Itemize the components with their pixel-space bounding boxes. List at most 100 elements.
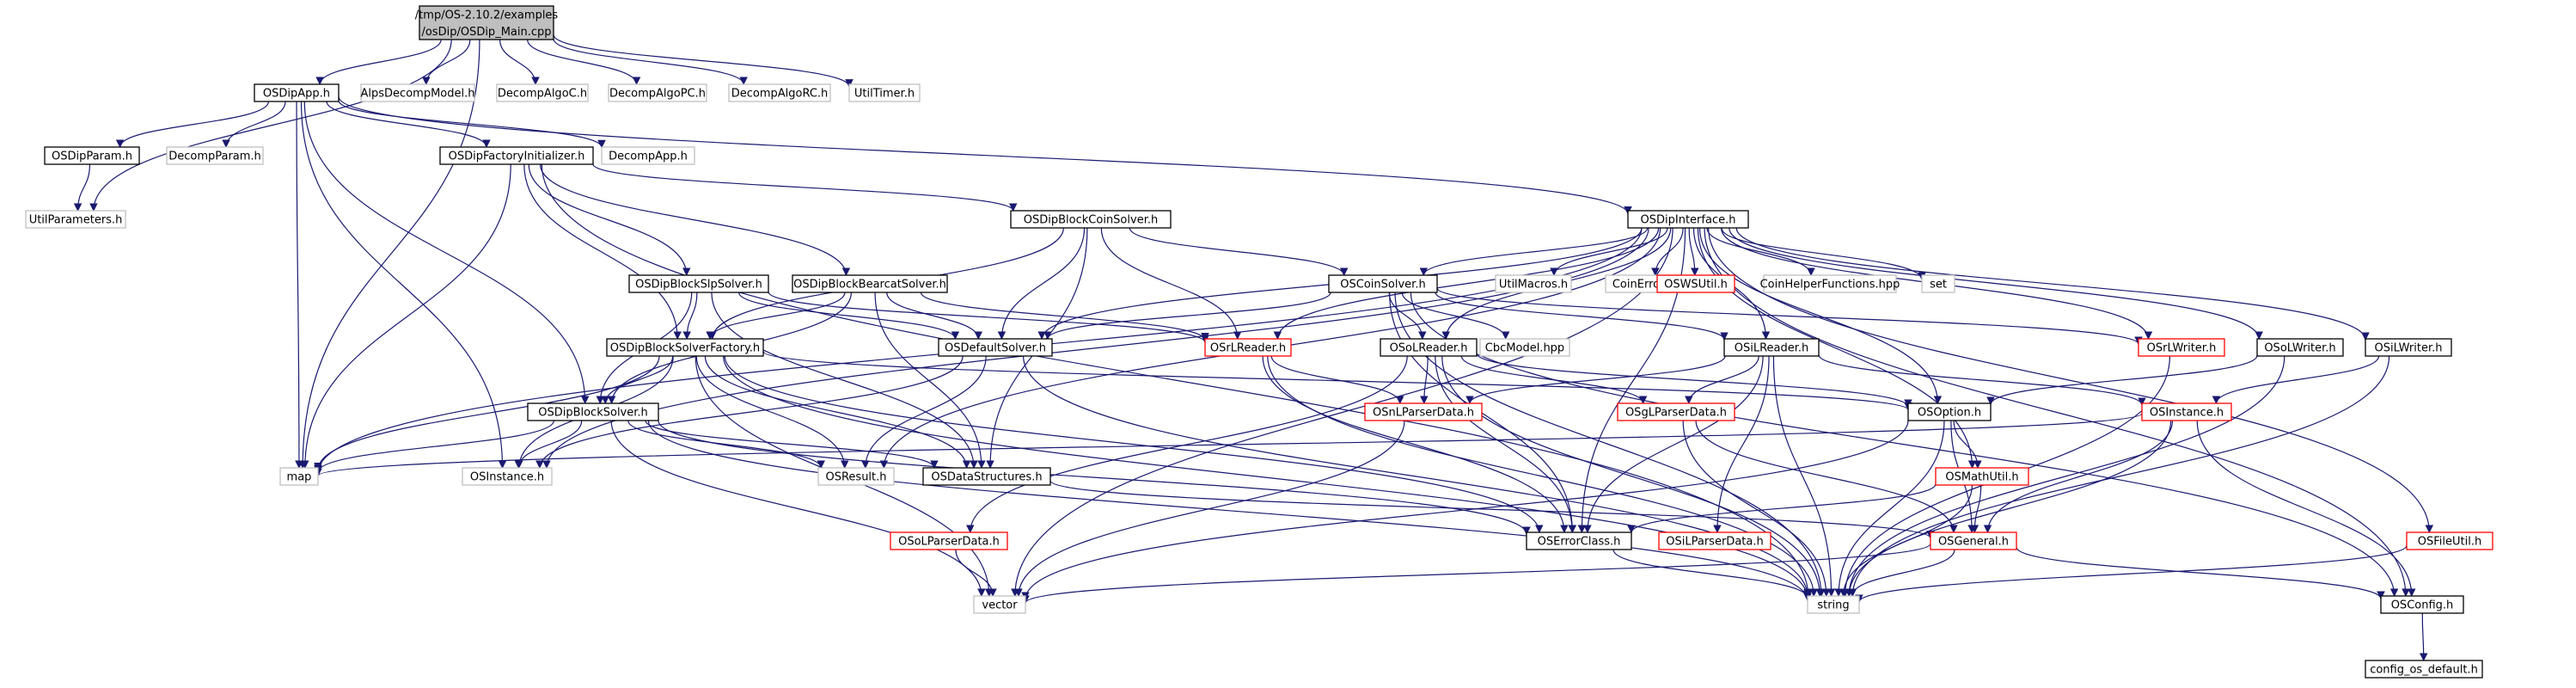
edge-osolreader-to-osolparser: [966, 355, 1408, 533]
edge-osolreader-to-oserrorclass: [1435, 355, 1577, 533]
edge-osmathutil-to-string: [1839, 484, 1973, 597]
node-osdipparam[interactable]: OSDipParam.h: [44, 146, 140, 165]
edge-bearcat-to-factory: [706, 292, 846, 340]
node-osoption[interactable]: OSOption.h: [1907, 402, 1992, 421]
node-factoryinit[interactable]: OSDipFactoryInitializer.h: [439, 146, 594, 165]
edge-slpsolver-to-factory: [682, 292, 698, 340]
node-label: OSDipFactoryInitializer.h: [449, 150, 585, 163]
edge-factory-to-oserrorclass: [724, 355, 1544, 533]
node-osolwriter[interactable]: OSoLWriter.h: [2256, 338, 2344, 357]
edge-osconfig-to-configdefault: [2419, 612, 2428, 661]
node-box: [922, 467, 1051, 486]
node-box: [1658, 531, 1771, 550]
edge-factory-to-osdatastructs: [704, 355, 971, 469]
edge-osilreader-to-osinstance_red: [1818, 354, 2146, 406]
node-alpsdecomp: AlpsDecompModel.h: [360, 83, 475, 102]
node-box: [890, 531, 1008, 550]
edge-slpsolver-to-osdatastructs: [711, 292, 978, 469]
node-label: /osDip/OSDip_Main.cpp: [421, 26, 551, 39]
edge-osrlreader-to-string: [1267, 355, 1818, 597]
node-label: UtilParameters.h: [29, 214, 123, 227]
node-osrlwriter[interactable]: OSrLWriter.h: [2138, 338, 2225, 357]
node-osrlreader[interactable]: OSrLReader.h: [1204, 338, 1292, 357]
edge-defaultsolver-to-string: [1023, 355, 1812, 598]
node-box: [2380, 595, 2464, 614]
node-defaultsolver[interactable]: OSDefaultSolver.h: [938, 338, 1053, 357]
node-label: OSDefaultSolver.h: [945, 342, 1046, 355]
node-box: [1010, 210, 1172, 229]
edge-osolreader-to-osoption: [1476, 353, 1912, 408]
node-blocksolver[interactable]: OSDipBlockSolver.h: [527, 402, 659, 421]
node-bearcat[interactable]: OSDipBlockBearcatSolver.h: [792, 274, 948, 293]
edge-coinsolver-to-osconfig: [1410, 292, 2399, 597]
edge-osilreader-to-osglparser: [1685, 355, 1759, 404]
node-decompparam: DecompParam.h: [166, 146, 264, 165]
node-osfileutil[interactable]: OSFileUtil.h: [2406, 531, 2493, 550]
node-osdatastructs[interactable]: OSDataStructures.h: [922, 467, 1051, 486]
node-label: OSInstance.h: [2150, 407, 2224, 420]
node-label: OSInstance.h: [470, 471, 544, 484]
node-map: map: [279, 467, 319, 486]
edge-osglparser-to-string: [1682, 420, 1831, 597]
edge-coinsolverblk-to-osrlreader: [1100, 227, 1242, 340]
edge-osdipinterface-to-osfileutil: [1708, 227, 2434, 533]
node-osgeneral[interactable]: OSGeneral.h: [1930, 531, 2017, 550]
node-osolreader[interactable]: OSoLReader.h: [1380, 338, 1478, 357]
edge-osolwriter-to-string: [1845, 355, 2285, 597]
edge-osinstance_red-to-string: [1845, 420, 2172, 597]
node-label: OSoLParserData.h: [898, 536, 1000, 549]
edge-osolwriter-to-osoption: [1986, 354, 2258, 406]
edge-factoryinit-to-slpsolver: [528, 163, 691, 276]
node-osilparser[interactable]: OSiLParserData.h: [1658, 531, 1771, 550]
node-slpsolver[interactable]: OSDipBlockSlpSolver.h: [628, 274, 769, 293]
edge-main-to-utilparams: [89, 39, 452, 212]
node-utilparams: UtilParameters.h: [25, 210, 126, 229]
node-box: [439, 146, 594, 165]
node-osilreader[interactable]: OSiLReader.h: [1723, 338, 1820, 357]
node-coinsolver[interactable]: OSCoinSolver.h: [1328, 274, 1438, 293]
node-label: OSDipBlockCoinSolver.h: [1024, 214, 1158, 227]
node-osconfig[interactable]: OSConfig.h: [2380, 595, 2464, 614]
edge-factory-to-blocksolver: [601, 355, 674, 404]
node-label: OSWSUtil.h: [1664, 279, 1728, 292]
edge-factoryinit-to-string: [541, 163, 1813, 597]
edge-main-to-alpsdecomp: [422, 39, 471, 85]
node-configdefault[interactable]: config_os_default.h: [2365, 660, 2483, 679]
node-label: /tmp/OS-2.10.2/examples: [415, 9, 559, 22]
node-factory[interactable]: OSDipBlockSolverFactory.h: [606, 338, 764, 357]
node-box: [1526, 531, 1632, 550]
edge-osoption-to-string: [1834, 420, 1945, 597]
edges-layer: [73, 34, 2434, 661]
edge-osdipapp-to-blocksolver: [303, 101, 590, 404]
node-osglparser[interactable]: OSgLParserData.h: [1617, 402, 1735, 421]
node-box: [2141, 402, 2232, 421]
edge-osinstance_red-to-osgeneral: [1983, 420, 2174, 533]
edge-osdipapp-to-decompapp: [338, 100, 606, 149]
node-osmathutil[interactable]: OSMathUtil.h: [1935, 467, 2029, 486]
edge-osilreader-to-oserrorclass: [1583, 355, 1764, 533]
node-label: OSDataStructures.h: [931, 471, 1042, 484]
node-box: [419, 5, 554, 40]
node-label: DecompParam.h: [168, 150, 261, 163]
node-osinstance_red[interactable]: OSInstance.h: [2141, 402, 2232, 421]
node-oserrorclass[interactable]: OSErrorClass.h: [1526, 531, 1632, 550]
node-box: [1930, 531, 2017, 550]
node-osilwriter[interactable]: OSiLWriter.h: [2365, 338, 2452, 357]
node-box: [360, 83, 475, 102]
node-box: [1907, 402, 1992, 421]
edge-factoryinit-to-bearcat: [539, 163, 851, 276]
edge-blocksolver-to-oserrorclass: [658, 420, 1531, 535]
node-osinstance: OSInstance.h: [462, 467, 553, 486]
node-osolparser[interactable]: OSoLParserData.h: [890, 531, 1008, 550]
node-label: OSDipBlockSlpSolver.h: [635, 279, 762, 292]
node-osdipinterface[interactable]: OSDipInterface.h: [1627, 210, 1749, 229]
node-osdipapp[interactable]: OSDipApp.h: [254, 83, 340, 102]
node-oswsutil[interactable]: OSWSUtil.h: [1656, 274, 1735, 293]
edge-osilwriter-to-osinstance_red: [2212, 355, 2380, 404]
edge-main-to-decompalgoc: [499, 39, 540, 85]
node-box: [1204, 338, 1292, 357]
node-label: OSiLReader.h: [1735, 342, 1809, 355]
node-coinsolverblk[interactable]: OSDipBlockCoinSolver.h: [1010, 210, 1172, 229]
node-osnlparser[interactable]: OSnLParserData.h: [1364, 402, 1483, 421]
node-box: [1627, 210, 1749, 229]
